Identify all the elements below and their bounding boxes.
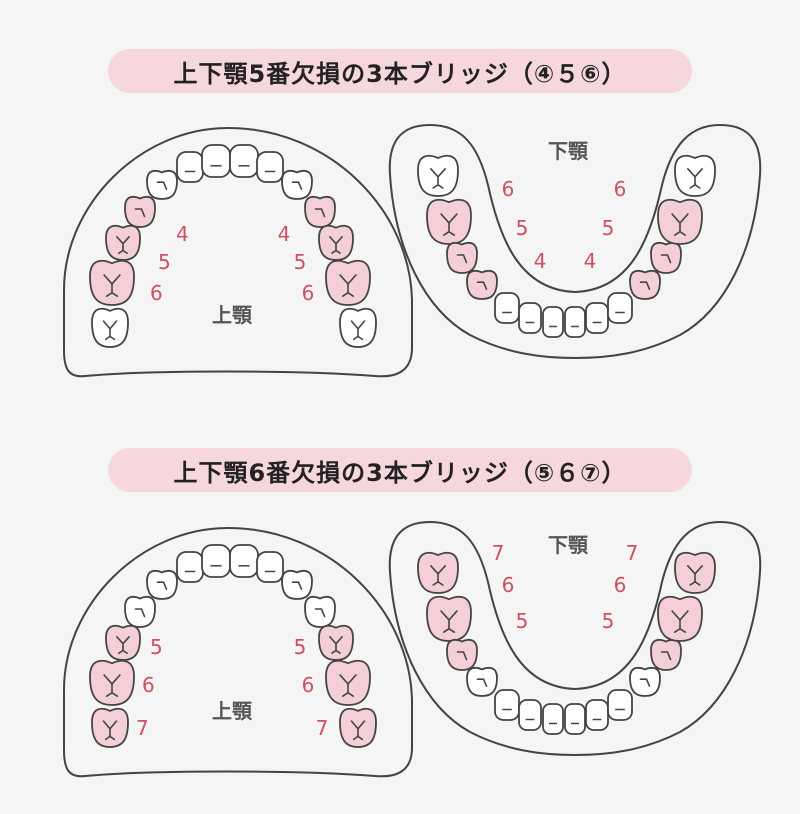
upper-right-number: 6 (302, 673, 315, 697)
tooth (494, 689, 520, 721)
highlighted-tooth (325, 659, 371, 706)
upper-left-number: 6 (150, 281, 163, 305)
lower-jaw-label: 下顎 (548, 139, 589, 163)
highlighted-tooth (426, 198, 472, 245)
section-title-2: 上下顎6番欠損の3本ブリッジ（⑤６⑦） (108, 448, 692, 492)
lower-jaw-label: 下顎 (548, 533, 589, 557)
upper-teeth (89, 544, 377, 748)
highlighted-tooth (650, 241, 682, 274)
tooth (91, 307, 129, 348)
tooth (607, 292, 633, 324)
tooth (201, 144, 231, 178)
tooth (564, 306, 586, 338)
highlighted-tooth (325, 259, 371, 306)
upper-right-number: 5 (294, 635, 307, 659)
tooth (585, 302, 609, 334)
lower-right-number: 5 (602, 216, 615, 240)
highlighted-tooth (89, 659, 135, 706)
highlighted-tooth (657, 595, 703, 642)
tooth (542, 703, 564, 735)
tooth (229, 544, 259, 578)
highlighted-tooth (105, 624, 141, 661)
tooth (146, 169, 178, 200)
upper-right-number: 5 (294, 250, 307, 274)
tooth (494, 292, 520, 324)
tooth (518, 302, 542, 334)
tooth (518, 699, 542, 731)
lower-right-number: 6 (614, 177, 627, 201)
tooth (607, 689, 633, 721)
tooth (417, 154, 459, 197)
tooth (146, 569, 178, 600)
tooth (176, 551, 204, 583)
lower-right-number: 6 (614, 573, 627, 597)
tooth (201, 544, 231, 578)
highlighted-tooth (426, 595, 472, 642)
tooth (466, 666, 498, 697)
lower-left-number: 5 (516, 216, 529, 240)
tooth (176, 151, 204, 183)
upper-left-number: 4 (176, 222, 189, 246)
tooth (256, 551, 284, 583)
tooth (542, 306, 564, 338)
highlighted-tooth (446, 241, 478, 274)
tooth (674, 154, 716, 197)
tooth (339, 307, 377, 348)
lower-right-number: 4 (584, 249, 597, 273)
lower-left-number: 6 (502, 573, 515, 597)
upper-left-number: 7 (136, 716, 149, 740)
section-title-1: 上下顎5番欠損の3本ブリッジ（④５⑥） (108, 49, 692, 93)
upper-right-number: 7 (316, 716, 329, 740)
tooth (304, 595, 336, 628)
upper-teeth (89, 144, 377, 348)
tooth (629, 666, 661, 697)
highlighted-tooth (417, 551, 459, 594)
highlighted-tooth (629, 269, 661, 300)
highlighted-tooth (318, 624, 354, 661)
highlighted-tooth (339, 707, 377, 748)
upper-jaw-label: 上顎 (212, 699, 253, 723)
dental-arch-diagram-1: 上顎 下顎 4 5 6 4 5 6 6 5 4 6 5 4 (63, 123, 762, 378)
tooth (124, 595, 156, 628)
upper-left-number: 6 (142, 673, 155, 697)
tooth (229, 144, 259, 178)
highlighted-tooth (466, 269, 498, 300)
highlighted-tooth (89, 259, 135, 306)
lower-right-number: 5 (602, 609, 615, 633)
tooth (281, 569, 313, 600)
upper-right-number: 6 (302, 281, 315, 305)
lower-teeth (417, 154, 716, 338)
upper-left-number: 5 (158, 250, 171, 274)
tooth (585, 699, 609, 731)
tooth (564, 703, 586, 735)
tooth (281, 169, 313, 200)
lower-teeth (417, 551, 716, 735)
highlighted-tooth (674, 551, 716, 594)
highlighted-tooth (91, 707, 129, 748)
lower-left-number: 6 (502, 177, 515, 201)
dental-arch-diagram-2: 上顎 下顎 5 6 7 5 6 7 7 6 5 7 6 5 (63, 520, 762, 778)
tooth (256, 151, 284, 183)
highlighted-tooth (650, 638, 682, 671)
highlighted-tooth (446, 638, 478, 671)
highlighted-tooth (304, 195, 336, 228)
highlighted-tooth (105, 224, 141, 261)
lower-right-number: 7 (626, 541, 639, 565)
upper-jaw-label: 上顎 (212, 303, 253, 327)
highlighted-tooth (318, 224, 354, 261)
highlighted-tooth (124, 195, 156, 228)
upper-right-number: 4 (278, 222, 291, 246)
highlighted-tooth (657, 198, 703, 245)
lower-left-number: 7 (492, 541, 505, 565)
lower-left-number: 4 (534, 249, 547, 273)
upper-left-number: 5 (150, 635, 163, 659)
lower-left-number: 5 (516, 609, 529, 633)
